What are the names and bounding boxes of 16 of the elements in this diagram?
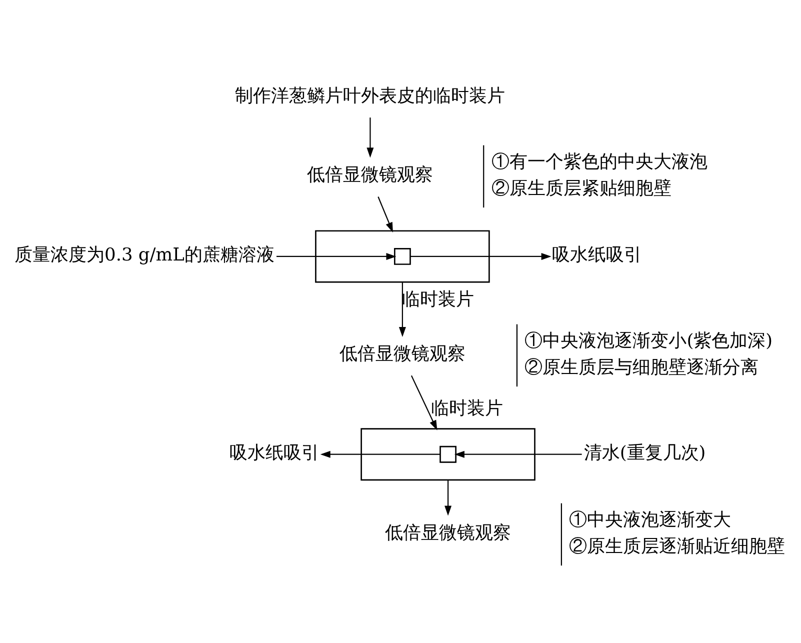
node-label: ②原生质层与细胞壁逐渐分离 [524,356,759,378]
node-label: ①中央液泡逐渐变小(紫色加深) [524,330,773,352]
node-text: 质量浓度为0.3 g/mL的蔗糖溶液 [14,244,274,266]
node-label: ②原生质层逐渐贴近细胞壁 [569,536,786,557]
node-text: 低倍显微镜观察 [307,164,434,186]
node-text: 清水(重复几次) [584,442,706,464]
node-text: 吸水纸吸引 [552,244,642,266]
node-label: ①有一个紫色的中央大液泡 [491,151,708,172]
edge-label: 临时装片 [430,398,503,420]
node-label: ①中央液泡逐渐变大 [569,509,732,530]
node-text: 低倍显微镜观察 [339,344,466,365]
edge-label: 临时装片 [402,289,474,310]
node-text: 吸水纸吸引 [230,442,320,464]
node-text: 低倍显微镜观察 [385,522,512,544]
node-label: ②原生质层紧贴细胞壁 [491,178,672,199]
node-text: 制作洋葱鳞片叶外表皮的临时装片 [235,86,506,107]
